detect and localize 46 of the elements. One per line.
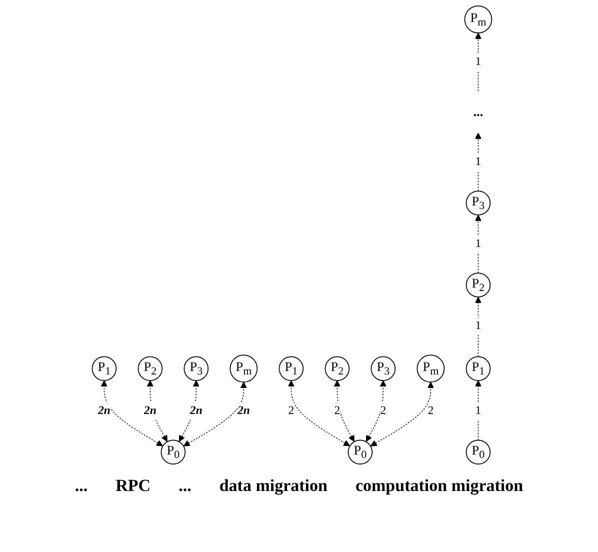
caption-label: RPC [116, 476, 151, 496]
node-circle: P$_{2}$ [138, 356, 163, 381]
arrow [475, 32, 482, 92]
caption-label: computation migration [355, 476, 524, 496]
edge-label: 2 [288, 404, 294, 418]
arrow [370, 382, 434, 446]
edge-label: 1 [476, 155, 482, 168]
edge-label: 2n [238, 404, 250, 418]
edge-label: 2 [380, 404, 386, 418]
caption-label: ... [74, 476, 88, 496]
caption-label: ... [178, 476, 192, 496]
edge-label: 1 [476, 237, 482, 250]
arrow [366, 380, 387, 442]
arrow [184, 382, 248, 446]
node-circle: P$_{0}$ [348, 440, 373, 465]
node-circle: P$_{1}$ [466, 356, 491, 381]
arrow [475, 296, 482, 357]
node-circle: P$_{1}$ [279, 356, 304, 381]
node-circle: P$_{0}$ [466, 440, 491, 465]
edge-label: 1 [476, 319, 482, 332]
node-circle: P$_{m}$ [417, 354, 445, 383]
node-circle: P$_{2}$ [325, 356, 350, 381]
arrow [147, 380, 168, 442]
node-circle: P$_{2}$ [466, 272, 491, 298]
edge-label: 1 [476, 404, 482, 418]
node-text: ... [474, 104, 484, 119]
node-circle: P$_{m}$ [230, 354, 258, 383]
arrow [101, 380, 164, 446]
node-circle: P$_{3}$ [466, 190, 491, 216]
arrow [334, 380, 355, 442]
edge-label: 2n [190, 404, 203, 418]
node-circle: P$_{3}$ [184, 356, 209, 381]
node-circle: P$_{1}$ [92, 356, 117, 381]
edge-label: 2n [144, 404, 157, 418]
arrow [475, 132, 482, 192]
caption-label: data migration [219, 476, 328, 496]
node-circle: P$_{0}$ [161, 440, 186, 465]
edge-label: 1 [476, 55, 482, 68]
edge-label: 2n [98, 404, 111, 418]
node-circle: P$_{m}$ [464, 5, 492, 34]
edge-label: 2 [334, 404, 340, 418]
arrow [288, 380, 350, 446]
arrow [475, 214, 482, 274]
node-circle: P$_{3}$ [371, 356, 396, 381]
arrow [475, 380, 482, 441]
edge-label: 2 [428, 404, 434, 418]
